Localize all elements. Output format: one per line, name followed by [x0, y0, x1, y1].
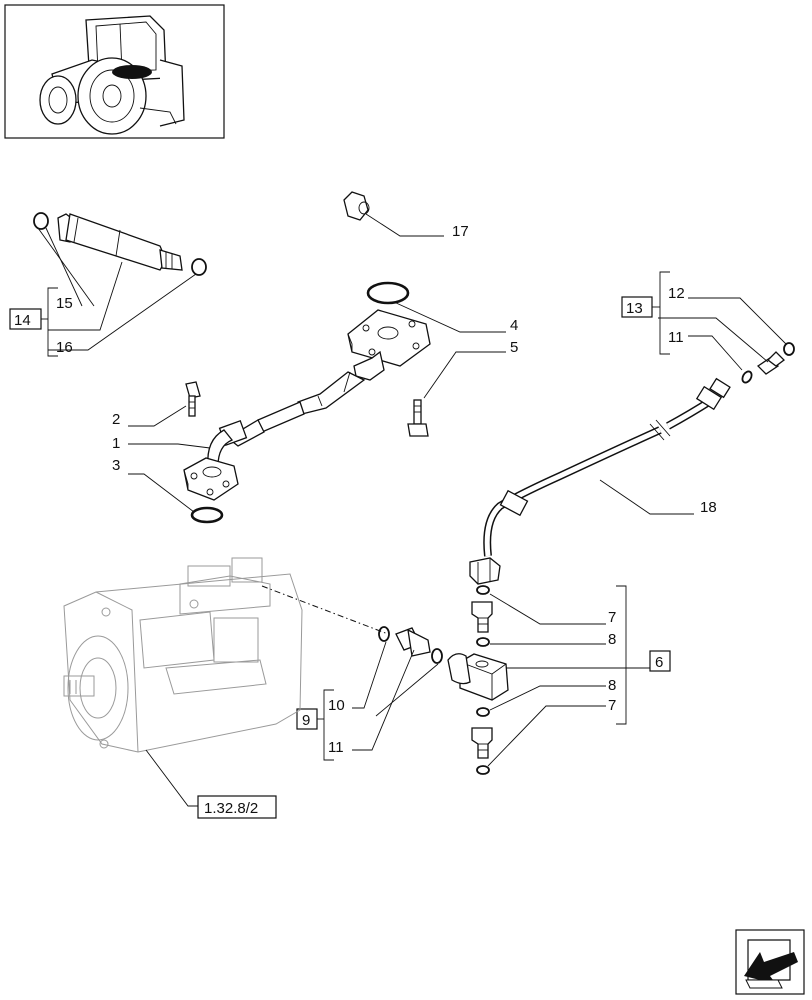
part-6-7-8-adapter-stack [447, 585, 654, 775]
callout-6: 6 [655, 654, 663, 671]
part-18-hose [469, 377, 731, 585]
callout-1: 1 [112, 435, 120, 452]
callout-6-box [649, 650, 671, 672]
callout-10: 10 [328, 697, 345, 714]
callout-2: 2 [112, 411, 120, 428]
part-1-pipe-assembly [128, 281, 506, 524]
callout-5: 5 [510, 339, 518, 356]
next-page-arrow-icon[interactable] [735, 929, 805, 995]
callout-9: 9 [302, 712, 310, 729]
hydraulic-pump-ghost [63, 557, 303, 807]
part-2-bolt [128, 381, 201, 427]
callout-15: 15 [56, 295, 73, 312]
callout-11-upper: 11 [668, 329, 684, 346]
reference-link[interactable]: 1.32.8/2 [204, 800, 258, 817]
callout-7-lower: 7 [608, 697, 616, 714]
callout-14: 14 [14, 312, 31, 329]
callout-13: 13 [626, 300, 643, 317]
callout-4: 4 [510, 317, 518, 334]
callout-17: 17 [452, 223, 469, 240]
part-11-12-fitting [658, 297, 795, 384]
reference-box[interactable] [197, 795, 277, 819]
callout-18: 18 [700, 499, 717, 516]
callout-3: 3 [112, 457, 120, 474]
part-15-16-adapter [33, 212, 207, 351]
callout-8-upper: 8 [608, 631, 616, 648]
part-9-10-11-fitting [261, 585, 443, 751]
part-17-nut [343, 191, 444, 237]
tractor-thumbnail-icon[interactable] [4, 4, 225, 139]
callout-8-lower: 8 [608, 677, 616, 694]
callout-12: 12 [668, 285, 685, 302]
callout-11-lower: 11 [328, 739, 344, 756]
callout-7-upper: 7 [608, 609, 616, 626]
callout-16: 16 [56, 339, 73, 356]
part-5-bolt [407, 399, 429, 437]
